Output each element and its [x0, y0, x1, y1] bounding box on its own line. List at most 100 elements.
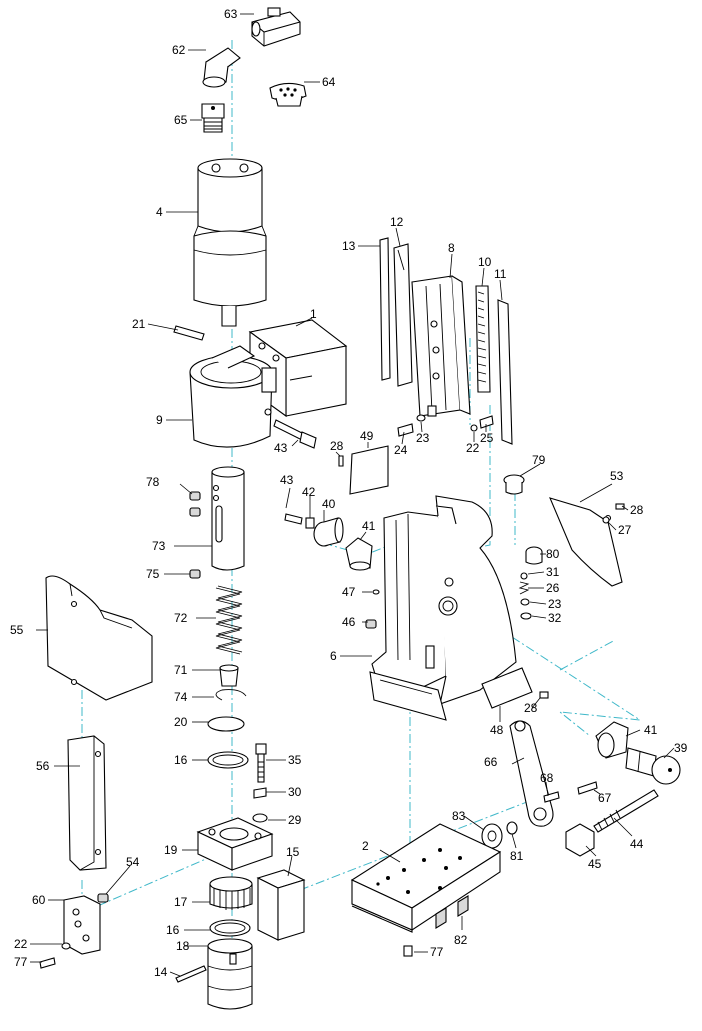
callout-10: 10 [478, 255, 492, 269]
part-78-screws [189, 491, 201, 517]
callout-73: 73 [152, 539, 166, 553]
part-10-rack [475, 285, 491, 393]
callout-19: 19 [164, 843, 178, 857]
part-64-plug [269, 82, 307, 107]
part-6-frame [369, 495, 517, 721]
callout-77-left: 77 [14, 955, 28, 969]
callout-28-a: 28 [330, 439, 344, 453]
part-28-screw-a [338, 455, 344, 467]
callout-29: 29 [288, 813, 302, 827]
callout-67: 67 [598, 791, 612, 805]
part-18-spindle [207, 938, 253, 1010]
part-39-head [625, 747, 681, 785]
callout-68: 68 [540, 771, 554, 785]
callout-79: 79 [532, 453, 546, 467]
callout-55: 55 [10, 623, 24, 637]
part-20-ring [207, 716, 245, 732]
callout-43-upper: 43 [274, 441, 288, 455]
callout-16-lower: 16 [166, 923, 180, 937]
callout-41-upper: 41 [362, 519, 376, 533]
part-53-cover [549, 497, 623, 587]
part-23-washer-lower [520, 598, 530, 606]
callout-77-right: 77 [430, 945, 444, 959]
part-22-washer-left [61, 942, 71, 950]
part-16-ring-lower [209, 919, 251, 937]
part-13-strip [379, 237, 391, 381]
callout-54: 54 [126, 855, 140, 869]
callout-40: 40 [322, 497, 336, 511]
part-21-key [173, 325, 205, 341]
part-66-handle [509, 720, 554, 827]
part-72-spring [215, 585, 243, 655]
part-29-washer [252, 813, 268, 823]
callout-22-left: 22 [14, 937, 28, 951]
part-49-plate [349, 445, 389, 495]
callout-60: 60 [32, 893, 46, 907]
part-31-ball [520, 572, 528, 580]
part-8-slide [411, 275, 471, 417]
callout-82: 82 [454, 933, 468, 947]
callout-9: 9 [156, 413, 163, 427]
leader-lines [30, 13, 675, 977]
callout-23-lower: 23 [548, 597, 562, 611]
callout-12: 12 [390, 215, 404, 229]
part-19-bracket [196, 817, 274, 871]
part-73-tube [211, 466, 245, 571]
callout-28-c: 28 [524, 701, 538, 715]
part-40-bushing [313, 517, 344, 547]
part-42-nut [305, 517, 315, 529]
callout-41-right: 41 [644, 723, 658, 737]
callout-6: 6 [330, 649, 337, 663]
part-79-plug [503, 474, 525, 495]
callout-71: 71 [174, 663, 188, 677]
part-65-fitting [201, 103, 225, 133]
callout-65: 65 [174, 113, 188, 127]
callout-39: 39 [674, 741, 688, 755]
callout-25: 25 [480, 431, 494, 445]
part-12-strip [393, 243, 413, 387]
callout-30: 30 [288, 785, 302, 799]
part-16-ring-upper [207, 751, 249, 769]
callout-11: 11 [494, 267, 507, 281]
callout-78: 78 [146, 475, 160, 489]
callout-1: 1 [310, 307, 317, 321]
part-83-disc [481, 823, 503, 849]
callout-31: 31 [546, 565, 560, 579]
part-23-washer-upper [416, 414, 426, 422]
callout-80: 80 [546, 547, 560, 561]
callout-42: 42 [302, 485, 316, 499]
part-67-screw [577, 781, 598, 795]
part-25-screw [479, 415, 494, 429]
callout-13: 13 [342, 239, 356, 253]
part-56-bar [67, 735, 107, 871]
part-4-motor [193, 158, 267, 327]
callout-74: 74 [174, 690, 188, 704]
callout-14: 14 [154, 965, 168, 979]
callout-63: 63 [224, 7, 238, 21]
part-75-screw [189, 569, 201, 579]
part-9-clamp [189, 345, 277, 448]
callout-56: 56 [36, 759, 50, 773]
part-45-knob [565, 823, 595, 857]
part-28-screw-c [539, 691, 549, 699]
part-11-gib [497, 299, 513, 445]
callout-46: 46 [342, 615, 356, 629]
callout-23-upper: 23 [416, 431, 430, 445]
part-2-base [350, 823, 502, 933]
callout-24: 24 [394, 443, 408, 457]
part-17-bearing [209, 876, 253, 910]
callout-83: 83 [452, 809, 466, 823]
part-43-bolt-lower [284, 513, 303, 525]
part-14-pin [175, 965, 207, 983]
callout-27: 27 [618, 523, 632, 537]
callout-17: 17 [174, 895, 188, 909]
callout-8: 8 [448, 241, 455, 255]
part-28-screw-b [615, 503, 625, 510]
part-24-screw [397, 423, 414, 437]
part-26-spring [518, 581, 530, 595]
part-46-screw [365, 619, 377, 629]
part-63-valve [251, 7, 301, 47]
part-77-screw-right [403, 945, 413, 957]
